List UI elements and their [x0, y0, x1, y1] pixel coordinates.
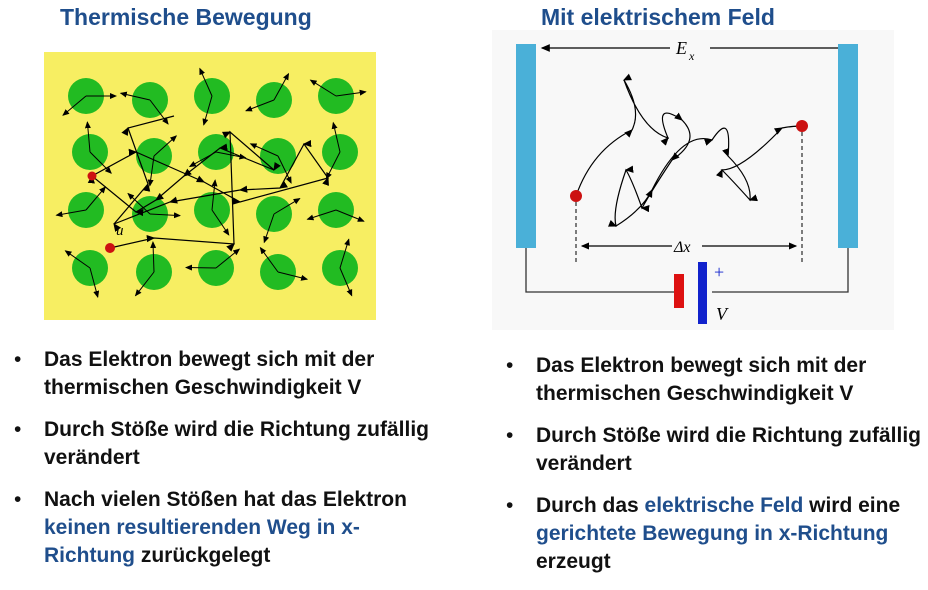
- vibration-arrow: [277, 271, 309, 281]
- bullet-text: Durch das: [536, 494, 645, 517]
- circuit-wire: [525, 238, 849, 293]
- bullet-marker: •: [506, 494, 514, 517]
- vibration-arrow: [335, 209, 365, 222]
- right-bullet-item: • Das Elektron bewegt sich mit der thermi…: [506, 352, 921, 408]
- vibration-arrow: [339, 267, 353, 297]
- vibration-arrow: [149, 99, 169, 125]
- electron-start: [570, 190, 582, 202]
- vibration-arrow: [64, 250, 91, 269]
- vibration-arrow: [309, 79, 337, 97]
- highlighted-text: gerichtete Bewegung in x-Richtung: [536, 522, 889, 545]
- vibration-arrow: [134, 271, 155, 297]
- vibration-arrow: [199, 67, 213, 97]
- plus-label: +: [714, 262, 724, 282]
- right-bullet-item: • Durch das elektrische Feld wird eine ge…: [506, 492, 921, 576]
- electron-end: [796, 120, 808, 132]
- electron-drift-path: [575, 73, 803, 227]
- bullet-text: Durch Stöße wird die Richtung zufällig v…: [536, 424, 922, 475]
- left-bullet-item: • Nach vielen Stößen hat das Elektron kei…: [14, 486, 434, 570]
- bullet-text: Das Elektron bewegt sich mit der thermis…: [536, 354, 867, 405]
- electron-marker: [87, 171, 97, 181]
- electron-start: [105, 243, 115, 253]
- bullet-text: Nach vielen Stößen hat das Elektron: [44, 488, 407, 511]
- vibration-arrow: [202, 95, 213, 126]
- bullet-text: erzeugt: [536, 550, 611, 573]
- bullet-text: Das Elektron bewegt sich mit der thermis…: [44, 348, 375, 399]
- left-bullet-list: • Das Elektron bewegt sich mit der thermi…: [14, 346, 434, 584]
- left-bullet-item: • Durch Stöße wird die Richtung zufällig …: [14, 416, 434, 472]
- left-title: Thermische Bewegung: [60, 4, 312, 30]
- bullet-text: wird eine: [803, 494, 901, 517]
- field-subscript: x: [688, 49, 695, 63]
- diagram-background: [492, 30, 894, 330]
- vibration-arrow: [62, 95, 87, 116]
- highlighted-text: elektrische Feld: [644, 494, 804, 517]
- bullet-marker: •: [14, 418, 22, 441]
- battery-positive: [698, 262, 707, 324]
- battery-negative: [674, 274, 684, 308]
- right-title: Mit elektrischem Feld: [541, 4, 775, 30]
- left-plate: [516, 44, 536, 248]
- vibration-arrow: [185, 264, 217, 271]
- left-bullet-item: • Das Elektron bewegt sich mit der thermi…: [14, 346, 434, 402]
- bullet-text: zurückgelegt: [134, 544, 271, 567]
- vibration-arrow: [245, 99, 275, 112]
- vibration-arrow: [215, 248, 241, 269]
- highlighted-text: keinen resultierenden Weg in x-Richtung: [44, 516, 360, 567]
- thermal-motion-diagram: u: [44, 52, 376, 320]
- field-label-bg: [670, 36, 710, 62]
- distance-label: Δx: [673, 239, 691, 256]
- bullet-marker: •: [506, 354, 514, 377]
- bullet-marker: •: [14, 488, 22, 511]
- vibration-arrow: [119, 91, 151, 101]
- velocity-label: u: [116, 223, 124, 239]
- vibration-arrow: [335, 89, 367, 97]
- right-bullet-item: • Durch Stöße wird die Richtung zufällig …: [506, 422, 921, 478]
- vibration-arrow: [273, 72, 290, 101]
- right-plate: [838, 44, 858, 248]
- vibration-arrow: [331, 121, 341, 153]
- vibration-arrow: [89, 267, 100, 298]
- vibration-arrow: [259, 246, 279, 273]
- vibration-arrow: [55, 209, 87, 218]
- electron-path: [87, 115, 329, 252]
- electric-field-diagram: E x Δx + V: [492, 30, 894, 330]
- bullet-text: Durch Stöße wird die Richtung zufällig v…: [44, 418, 430, 469]
- bullet-marker: •: [14, 348, 22, 371]
- right-bullet-list: • Das Elektron bewegt sich mit der thermi…: [506, 352, 921, 590]
- vibration-arrow: [339, 238, 350, 269]
- voltage-label: V: [716, 304, 729, 324]
- bullet-marker: •: [506, 424, 514, 447]
- field-label: E: [675, 38, 687, 58]
